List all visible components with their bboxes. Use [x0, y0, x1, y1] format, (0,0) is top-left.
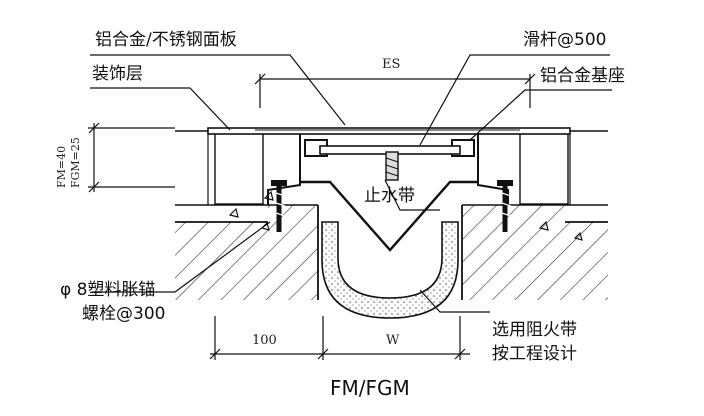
- label-fire-line1: 选用阻火带: [492, 320, 577, 340]
- label-fm: FM=40: [55, 145, 68, 188]
- waterstop: [300, 180, 478, 252]
- dimension-es: [254, 73, 536, 108]
- dimension-bottom: [209, 316, 470, 360]
- label-anchor-line2: 螺栓@300: [82, 304, 166, 324]
- cover-plate: [175, 127, 608, 135]
- label-base: 铝合金基座: [540, 66, 625, 86]
- decor-layer: [175, 131, 608, 206]
- aggregate-marks: [228, 190, 583, 241]
- label-anchor-line1: φ 8塑料胀锚: [60, 280, 156, 300]
- label-panel: 铝合金/不锈钢面板: [95, 30, 237, 50]
- right-concrete-slab: [461, 205, 608, 300]
- left-concrete-slab: [175, 205, 319, 300]
- label-waterstop: 止水带: [364, 186, 415, 206]
- label-fire-line2: 按工程设计: [492, 344, 577, 364]
- dimension-fm: [88, 122, 175, 193]
- label-dim-100: 100: [252, 333, 277, 348]
- anchor-bolt-left: [271, 180, 287, 232]
- diagram-title: FM/FGM: [330, 376, 410, 400]
- label-fgm: FGM=25: [69, 137, 82, 188]
- fire-barrier: [321, 221, 459, 319]
- label-decor: 装饰层: [92, 64, 143, 84]
- slide-bar: [319, 145, 461, 181]
- label-es: ES: [382, 57, 401, 72]
- leader-lines: [90, 54, 612, 313]
- label-dim-w: W: [386, 333, 400, 348]
- label-slide-bar: 滑杆@500: [523, 30, 607, 50]
- anchor-bolt-right: [497, 180, 513, 232]
